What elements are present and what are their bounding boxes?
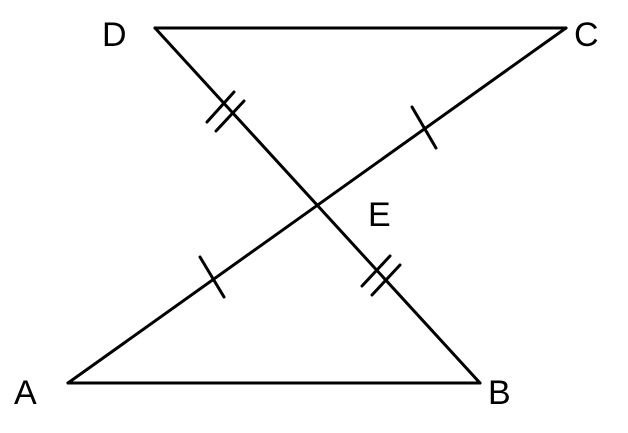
label-c: C xyxy=(574,16,599,54)
tick-de-2 xyxy=(214,99,246,133)
tick-eb-2 xyxy=(370,263,402,297)
tick-eb-1 xyxy=(360,254,392,288)
tick-ec xyxy=(410,105,438,150)
tick-ae xyxy=(198,255,226,299)
label-d: D xyxy=(102,16,127,54)
label-e: E xyxy=(368,196,391,234)
segment-db xyxy=(153,26,482,385)
label-a: A xyxy=(14,374,37,412)
label-b: B xyxy=(488,374,511,412)
tick-de-1 xyxy=(205,90,236,124)
